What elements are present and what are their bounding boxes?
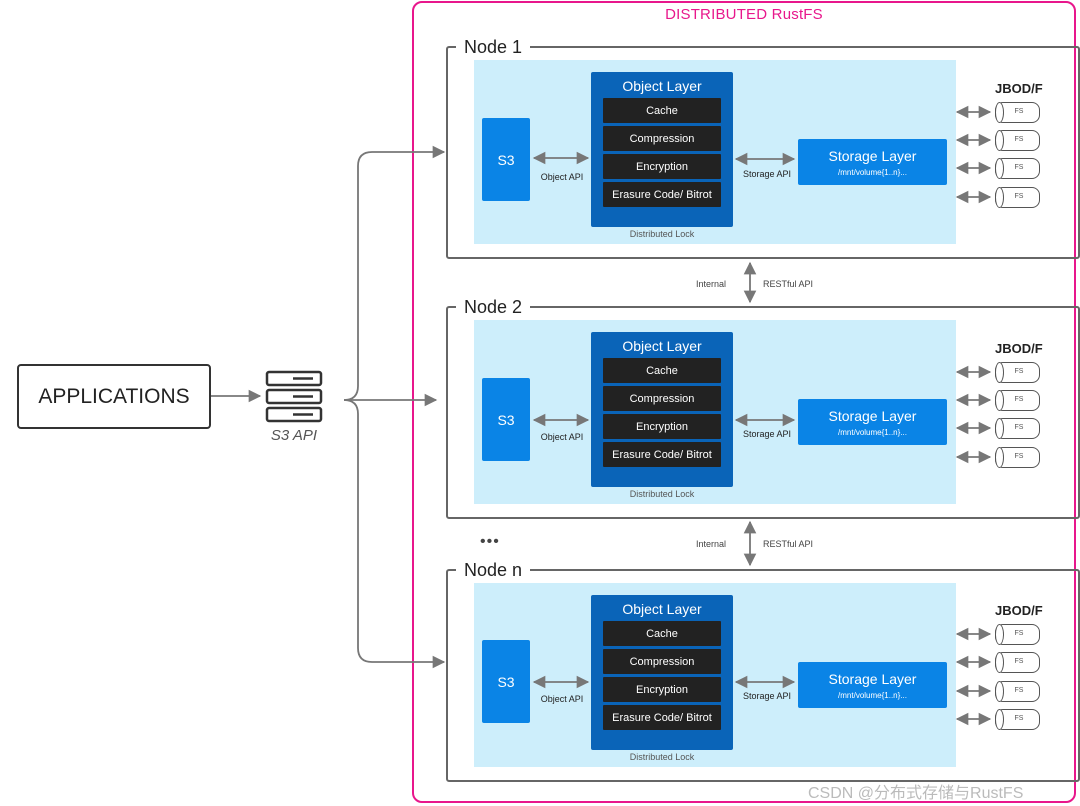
node-n-storage-layer: Storage Layer /mnt/volume{1..n}... [798, 662, 947, 708]
node-2-storage-layer: Storage Layer /mnt/volume{1..n}... [798, 399, 947, 445]
node-2-object-api-label: Object API [540, 432, 584, 442]
node-1-disk-3-icon: FS [995, 158, 1040, 179]
node-n-storage-layer-title: Storage Layer [828, 671, 917, 687]
node-2-frame [446, 306, 1080, 519]
internal-label-2: Internal [696, 539, 727, 549]
node-1-object-layer-title: Object Layer [622, 78, 702, 94]
node-2-encryption-block: Encryption [603, 414, 721, 439]
node-1-storage-layer: Storage Layer /mnt/volume{1..n}... [798, 139, 947, 185]
node-2-disk-4-label: FS [1014, 453, 1024, 460]
node-1-frame [446, 46, 1080, 259]
node-n-encryption-block: Encryption [603, 677, 721, 702]
watermark: CSDN @分布式存储与RustFS [808, 785, 1024, 802]
node-2-compression-block: Compression [603, 386, 721, 411]
node-n-distributed-lock-label: Distributed Lock [629, 752, 695, 762]
node-n-disk-2-icon: FS [995, 652, 1040, 673]
restful-api-label-2: RESTful API [763, 539, 814, 549]
node-n-disk-3-icon: FS [995, 681, 1040, 702]
node-1-disk-2-icon: FS [995, 130, 1040, 151]
node-2-disk-3-label: FS [1014, 424, 1024, 431]
cluster-title: DISTRIBUTED RustFS [665, 6, 823, 23]
node-1-disk-4-label: FS [1014, 193, 1024, 200]
node-n-object-layer: Object Layer Cache Compression Encryptio… [591, 595, 733, 750]
node-1-compression-block: Compression [603, 126, 721, 151]
node-n-object-layer-title: Object Layer [622, 601, 702, 617]
node-2-disk-4-icon: FS [995, 447, 1040, 468]
node-1-disk-1-label: FS [1014, 108, 1024, 115]
node-n-s3-label: S3 [497, 673, 515, 690]
node-1-object-layer: Object Layer Cache Compression Encryptio… [591, 72, 733, 227]
node-2-disk-1-label: FS [1014, 368, 1024, 375]
node-n-s3-box: S3 [482, 640, 530, 723]
node-2-disk-3-icon: FS [995, 418, 1040, 439]
applications-box: APPLICATIONS [17, 364, 211, 429]
node-1-s3-label: S3 [497, 151, 515, 168]
restful-api-label-1: RESTful API [763, 279, 814, 289]
node-n-disk-1-label: FS [1014, 630, 1024, 637]
node-n-frame [446, 569, 1080, 782]
node-1-disk-1-icon: FS [995, 102, 1040, 123]
node-n-jbod-label: JBOD/F [995, 603, 1043, 618]
node-2-object-layer: Object Layer Cache Compression Encryptio… [591, 332, 733, 487]
node-2-jbod-label: JBOD/F [995, 341, 1043, 356]
node-1-storage-layer-title: Storage Layer [828, 148, 917, 164]
node-2-storage-api-label: Storage API [742, 429, 792, 439]
node-1-disk-3-label: FS [1014, 164, 1024, 171]
node-1-encryption-block: Encryption [603, 154, 721, 179]
node-1-s3-box: S3 [482, 118, 530, 201]
node-1-storage-api-label: Storage API [742, 169, 792, 179]
node-n-storage-api-label: Storage API [742, 691, 792, 701]
node-n-object-api-label: Object API [540, 694, 584, 704]
node-2-cache-block: Cache [603, 358, 721, 383]
node-n-disk-2-label: FS [1014, 658, 1024, 665]
internal-label-1: Internal [696, 279, 727, 289]
node-2-s3-box: S3 [482, 378, 530, 461]
node-n-compression-block: Compression [603, 649, 721, 674]
node-n-disk-4-icon: FS [995, 709, 1040, 730]
node-2-disk-1-icon: FS [995, 362, 1040, 383]
node-2-storage-layer-title: Storage Layer [828, 408, 917, 424]
node-n-storage-layer-path: /mnt/volume{1..n}... [838, 691, 907, 700]
node-2-distributed-lock-label: Distributed Lock [629, 489, 695, 499]
node-1-cache-block: Cache [603, 98, 721, 123]
node-1-storage-layer-path: /mnt/volume{1..n}... [838, 168, 907, 177]
node-2-erasure-code-block: Erasure Code/ Bitrot [603, 442, 721, 467]
node-n-disk-1-icon: FS [995, 624, 1040, 645]
node-2-title: Node 2 [456, 296, 531, 318]
node-1-object-api-label: Object API [540, 172, 584, 182]
node-2-disk-2-icon: FS [995, 390, 1040, 411]
node-1-title: Node 1 [456, 36, 531, 58]
node-n-disk-3-label: FS [1014, 687, 1024, 694]
node-n-disk-4-label: FS [1014, 715, 1024, 722]
more-nodes-ellipsis: ••• [480, 533, 500, 550]
server-stack-icon [265, 370, 323, 423]
node-2-s3-label: S3 [497, 411, 515, 428]
s3-api-label: S3 API [270, 427, 318, 444]
node-n-erasure-code-block: Erasure Code/ Bitrot [603, 705, 721, 730]
node-n-title: Node n [456, 559, 531, 581]
node-2-storage-layer-path: /mnt/volume{1..n}... [838, 428, 907, 437]
node-2-object-layer-title: Object Layer [622, 338, 702, 354]
node-1-distributed-lock-label: Distributed Lock [629, 229, 695, 239]
node-1-erasure-code-block: Erasure Code/ Bitrot [603, 182, 721, 207]
node-1-disk-2-label: FS [1014, 136, 1024, 143]
applications-label: APPLICATIONS [38, 384, 190, 408]
node-1-disk-4-icon: FS [995, 187, 1040, 208]
node-1-jbod-label: JBOD/F [995, 81, 1043, 96]
node-2-disk-2-label: FS [1014, 396, 1024, 403]
node-n-cache-block: Cache [603, 621, 721, 646]
